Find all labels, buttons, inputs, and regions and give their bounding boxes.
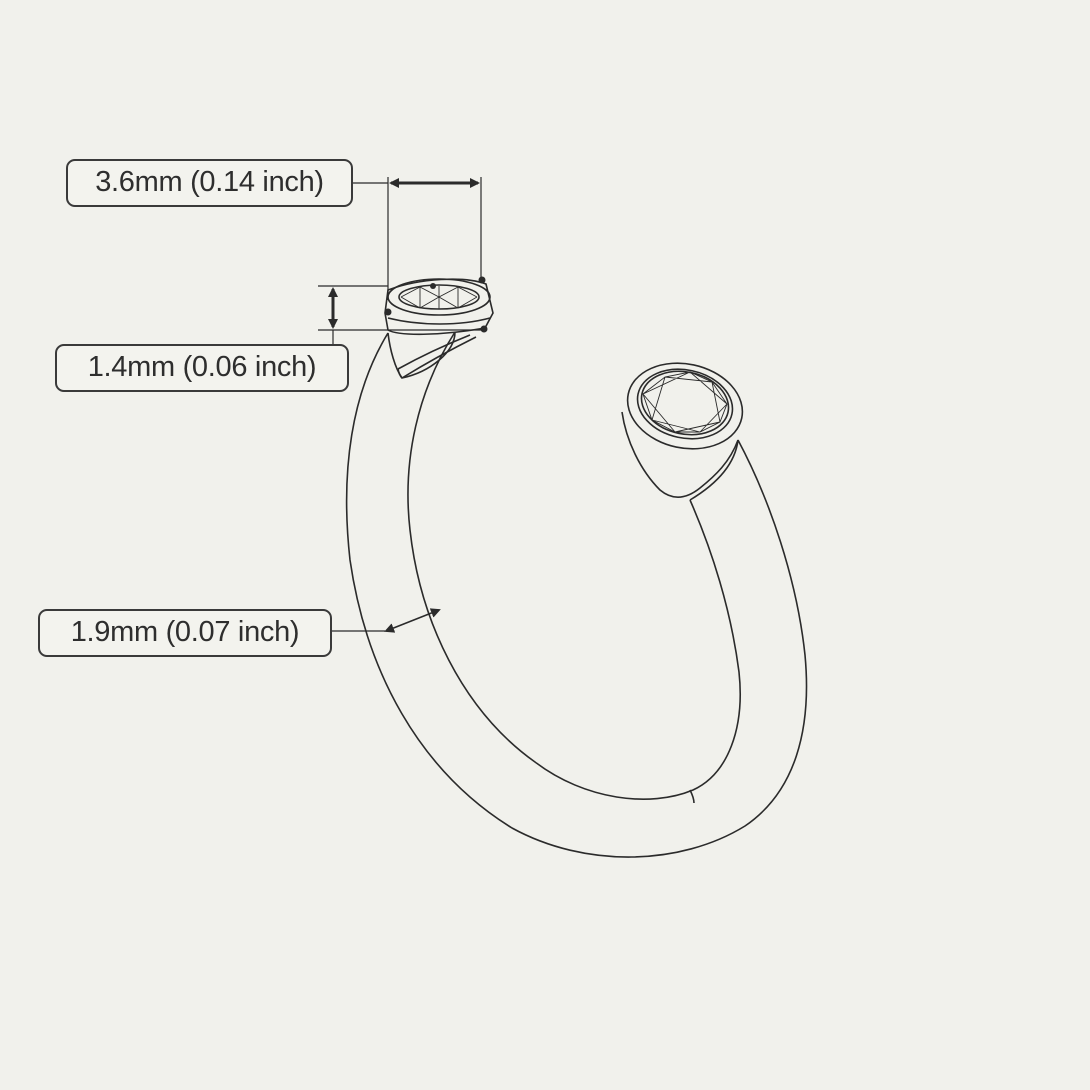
band-width-label: 1.9mm (0.07 inch)	[38, 609, 332, 657]
right-stone-facets	[642, 371, 728, 433]
stone-width-label: 3.6mm (0.14 inch)	[66, 159, 353, 207]
ring-band	[345, 331, 808, 858]
right-bezel-inner-rim	[636, 368, 734, 440]
left-bezel-collar	[397, 334, 477, 379]
width-point-bottom	[480, 325, 488, 333]
width-point-left	[384, 308, 392, 316]
stone-width-dimension	[353, 177, 488, 333]
band-end-right	[689, 439, 739, 501]
band-inner-edge	[407, 331, 741, 800]
width-point-top	[430, 283, 436, 289]
band-outer-edge	[345, 332, 808, 858]
bezel-height-label: 1.4mm (0.06 inch)	[55, 344, 349, 392]
left-bezel-band	[387, 317, 491, 325]
width-point-right	[478, 276, 486, 284]
right-bezel-cup	[621, 411, 739, 499]
band-width-dimension	[332, 608, 441, 633]
right-bezel	[621, 362, 744, 499]
left-bezel	[384, 278, 494, 379]
left-stone-facets	[400, 286, 478, 309]
bezel-height-dimension	[318, 285, 484, 345]
right-bezel-rim	[626, 362, 744, 450]
band-inner-seam	[689, 789, 695, 804]
band-arrow	[384, 608, 441, 633]
